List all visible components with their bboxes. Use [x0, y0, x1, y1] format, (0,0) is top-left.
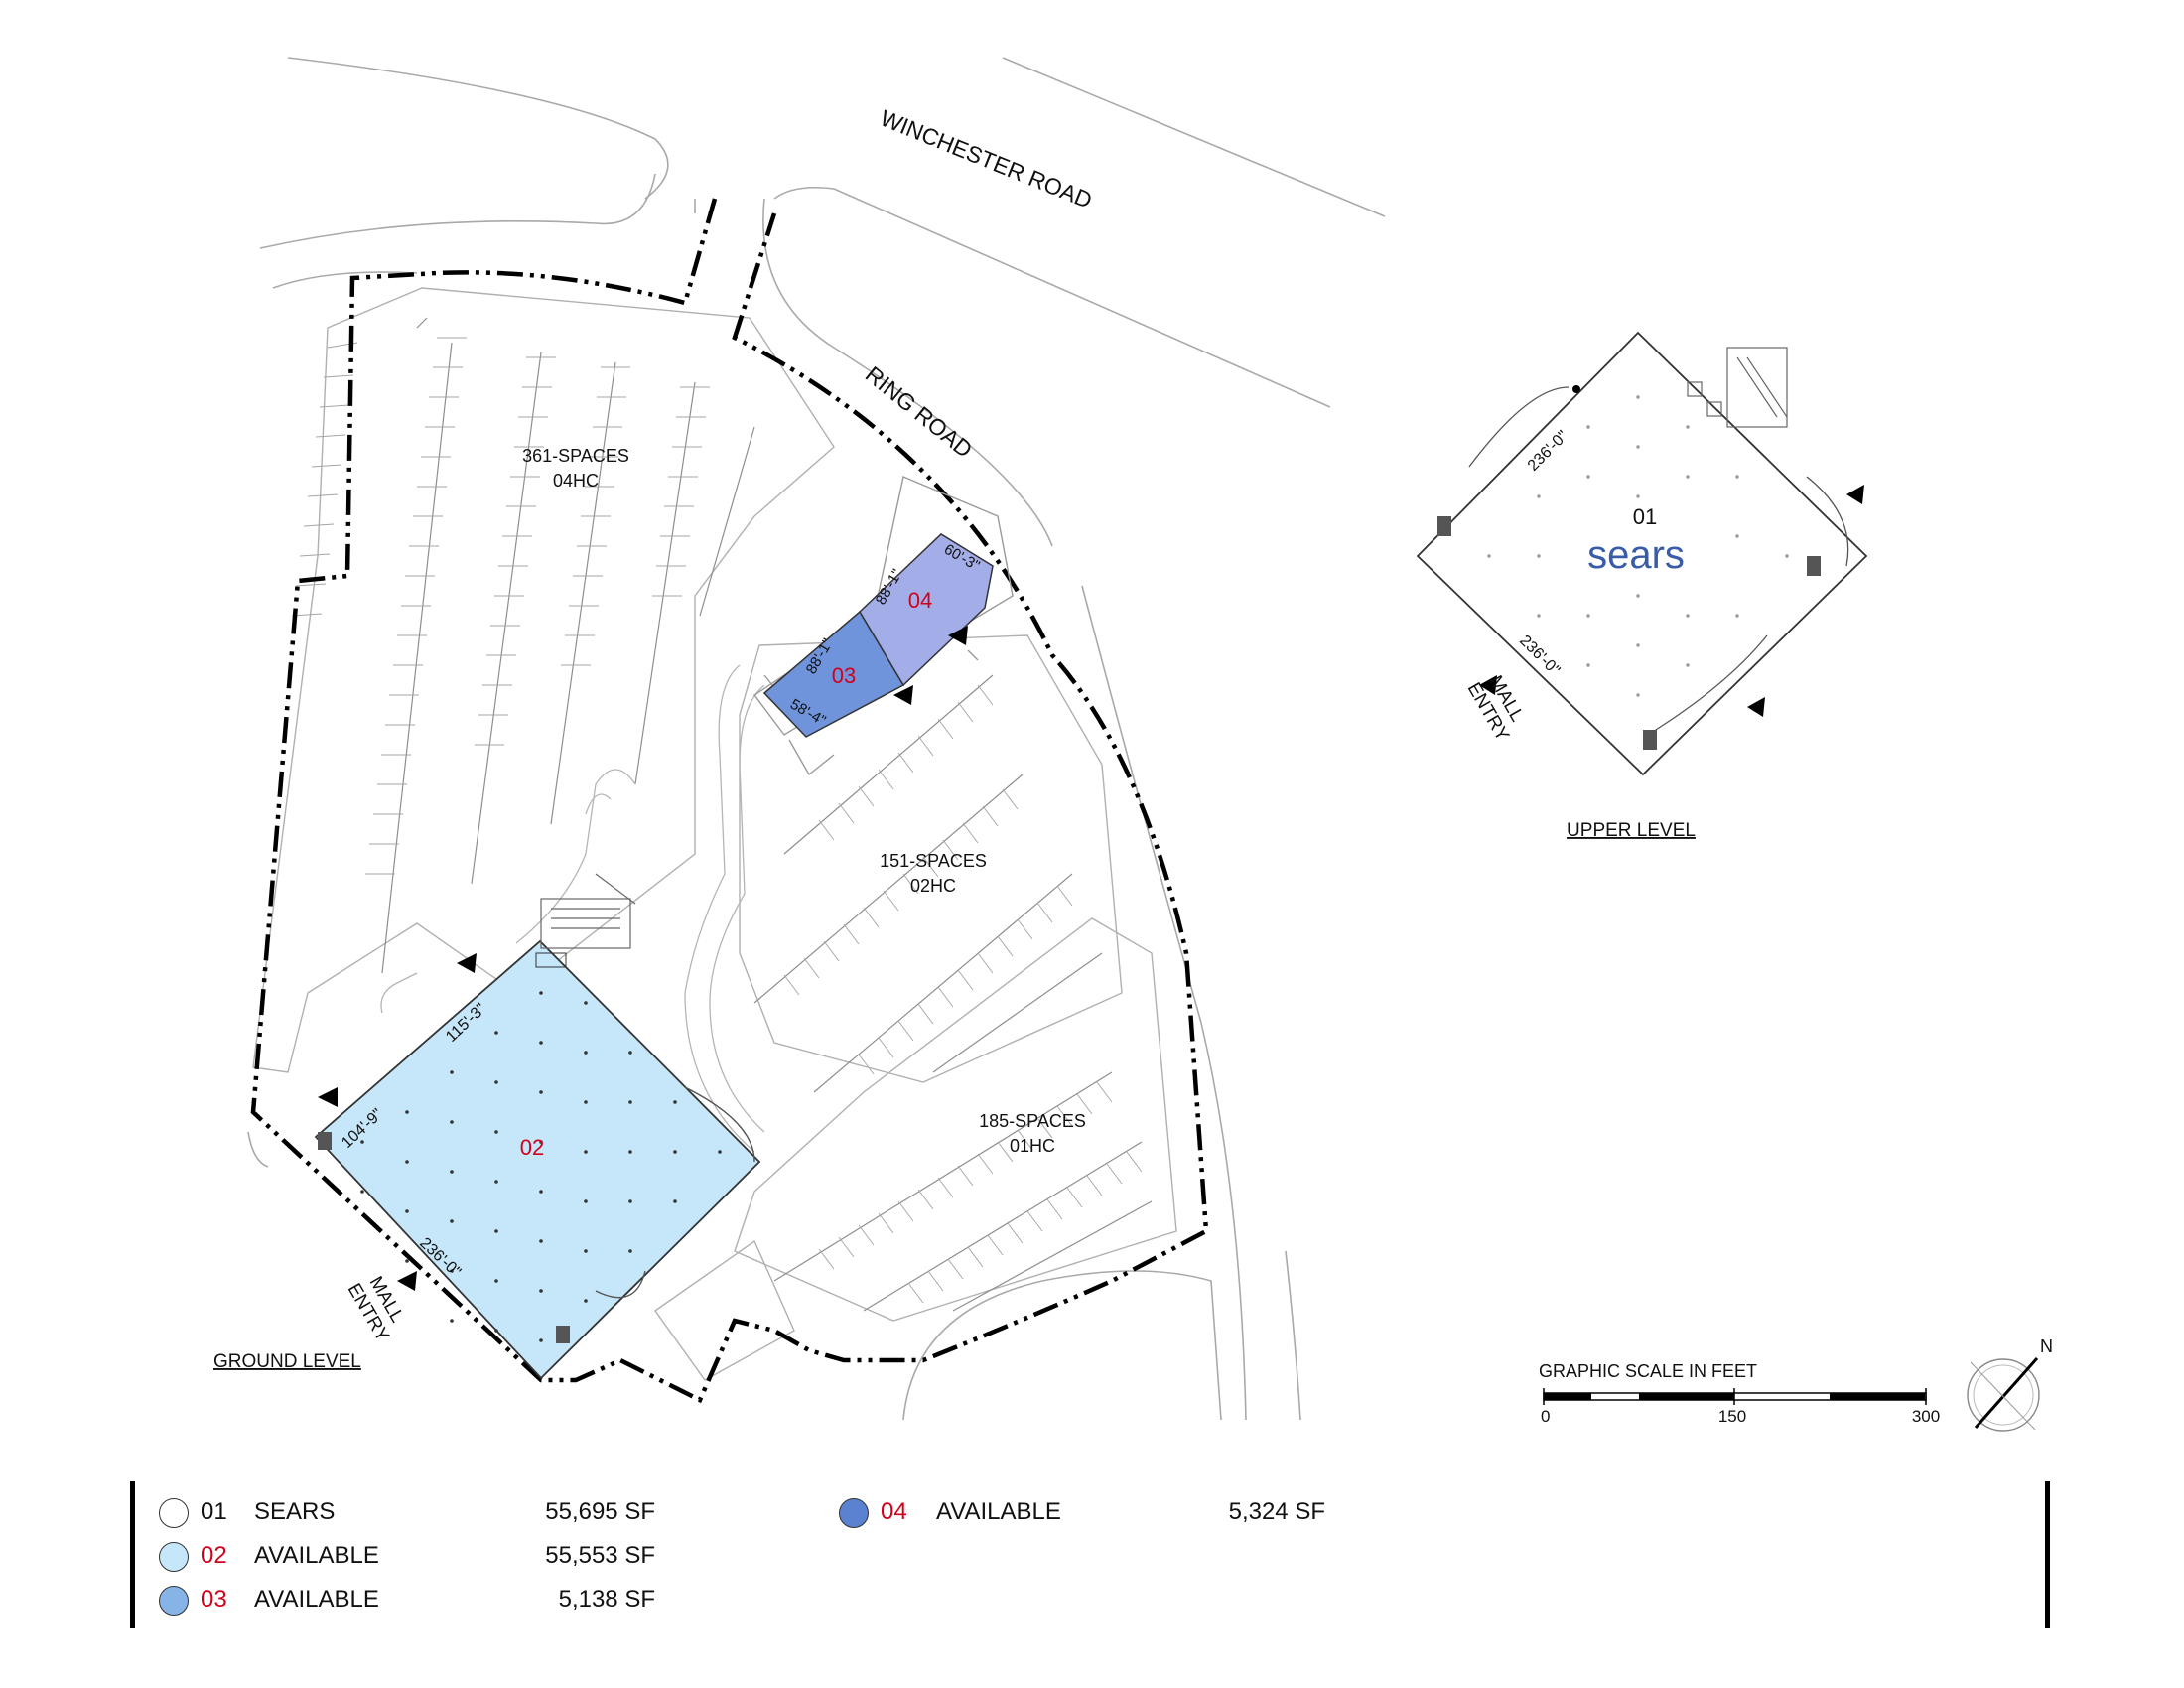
- unit-04-number: 04: [908, 588, 932, 613]
- entry-arrow-icon: [318, 626, 968, 1291]
- parking-hc-north: 04HC: [553, 471, 599, 491]
- north-label: N: [2040, 1336, 2053, 1356]
- parking-hc-south: 01HC: [1010, 1136, 1055, 1156]
- scale-tick-150: 150: [1718, 1407, 1746, 1426]
- upper-entry-arrow-icon: [1479, 485, 1864, 717]
- parking-count-north: 361-SPACES: [522, 446, 629, 466]
- parking-stall-ticks: [291, 337, 710, 875]
- ground-level-label: GROUND LEVEL: [213, 1351, 361, 1372]
- ring-road-label: RING ROAD: [861, 361, 978, 463]
- parking-stalls-north: [381, 317, 755, 974]
- parking-hc-middle: 02HC: [910, 876, 956, 896]
- loading-dock: [540, 873, 636, 949]
- scale-tick-300: 300: [1912, 1407, 1940, 1426]
- upper-unit-number: 01: [1633, 504, 1657, 529]
- parking-count-middle: 151-SPACES: [880, 851, 987, 871]
- sears-logo: sears: [1587, 533, 1685, 577]
- parking-stall-ticks-east: [783, 684, 1143, 1304]
- road-lines: [247, 57, 1386, 1421]
- graphic-scale-bar: [1543, 1388, 1927, 1405]
- scale-title: GRAPHIC SCALE IN FEET: [1539, 1361, 1757, 1381]
- sears-upper-building[interactable]: [1416, 331, 1868, 776]
- unit-02-number: 02: [520, 1135, 544, 1160]
- parking-count-south: 185-SPACES: [979, 1111, 1086, 1131]
- upper-level-label: UPPER LEVEL: [1567, 820, 1696, 841]
- scale-tick-0: 0: [1541, 1407, 1550, 1426]
- unit-04-footprint[interactable]: [859, 533, 994, 687]
- north-arrow-icon: [1967, 1357, 2040, 1432]
- property-boundary: [250, 198, 1209, 1404]
- unit-02-building[interactable]: [314, 939, 761, 1380]
- winchester-road-label: WINCHESTER ROAD: [877, 105, 1096, 213]
- unit-03-number: 03: [832, 663, 856, 688]
- parking-stalls-east: [753, 674, 1153, 1312]
- upper-loading-dock: [1687, 347, 1788, 428]
